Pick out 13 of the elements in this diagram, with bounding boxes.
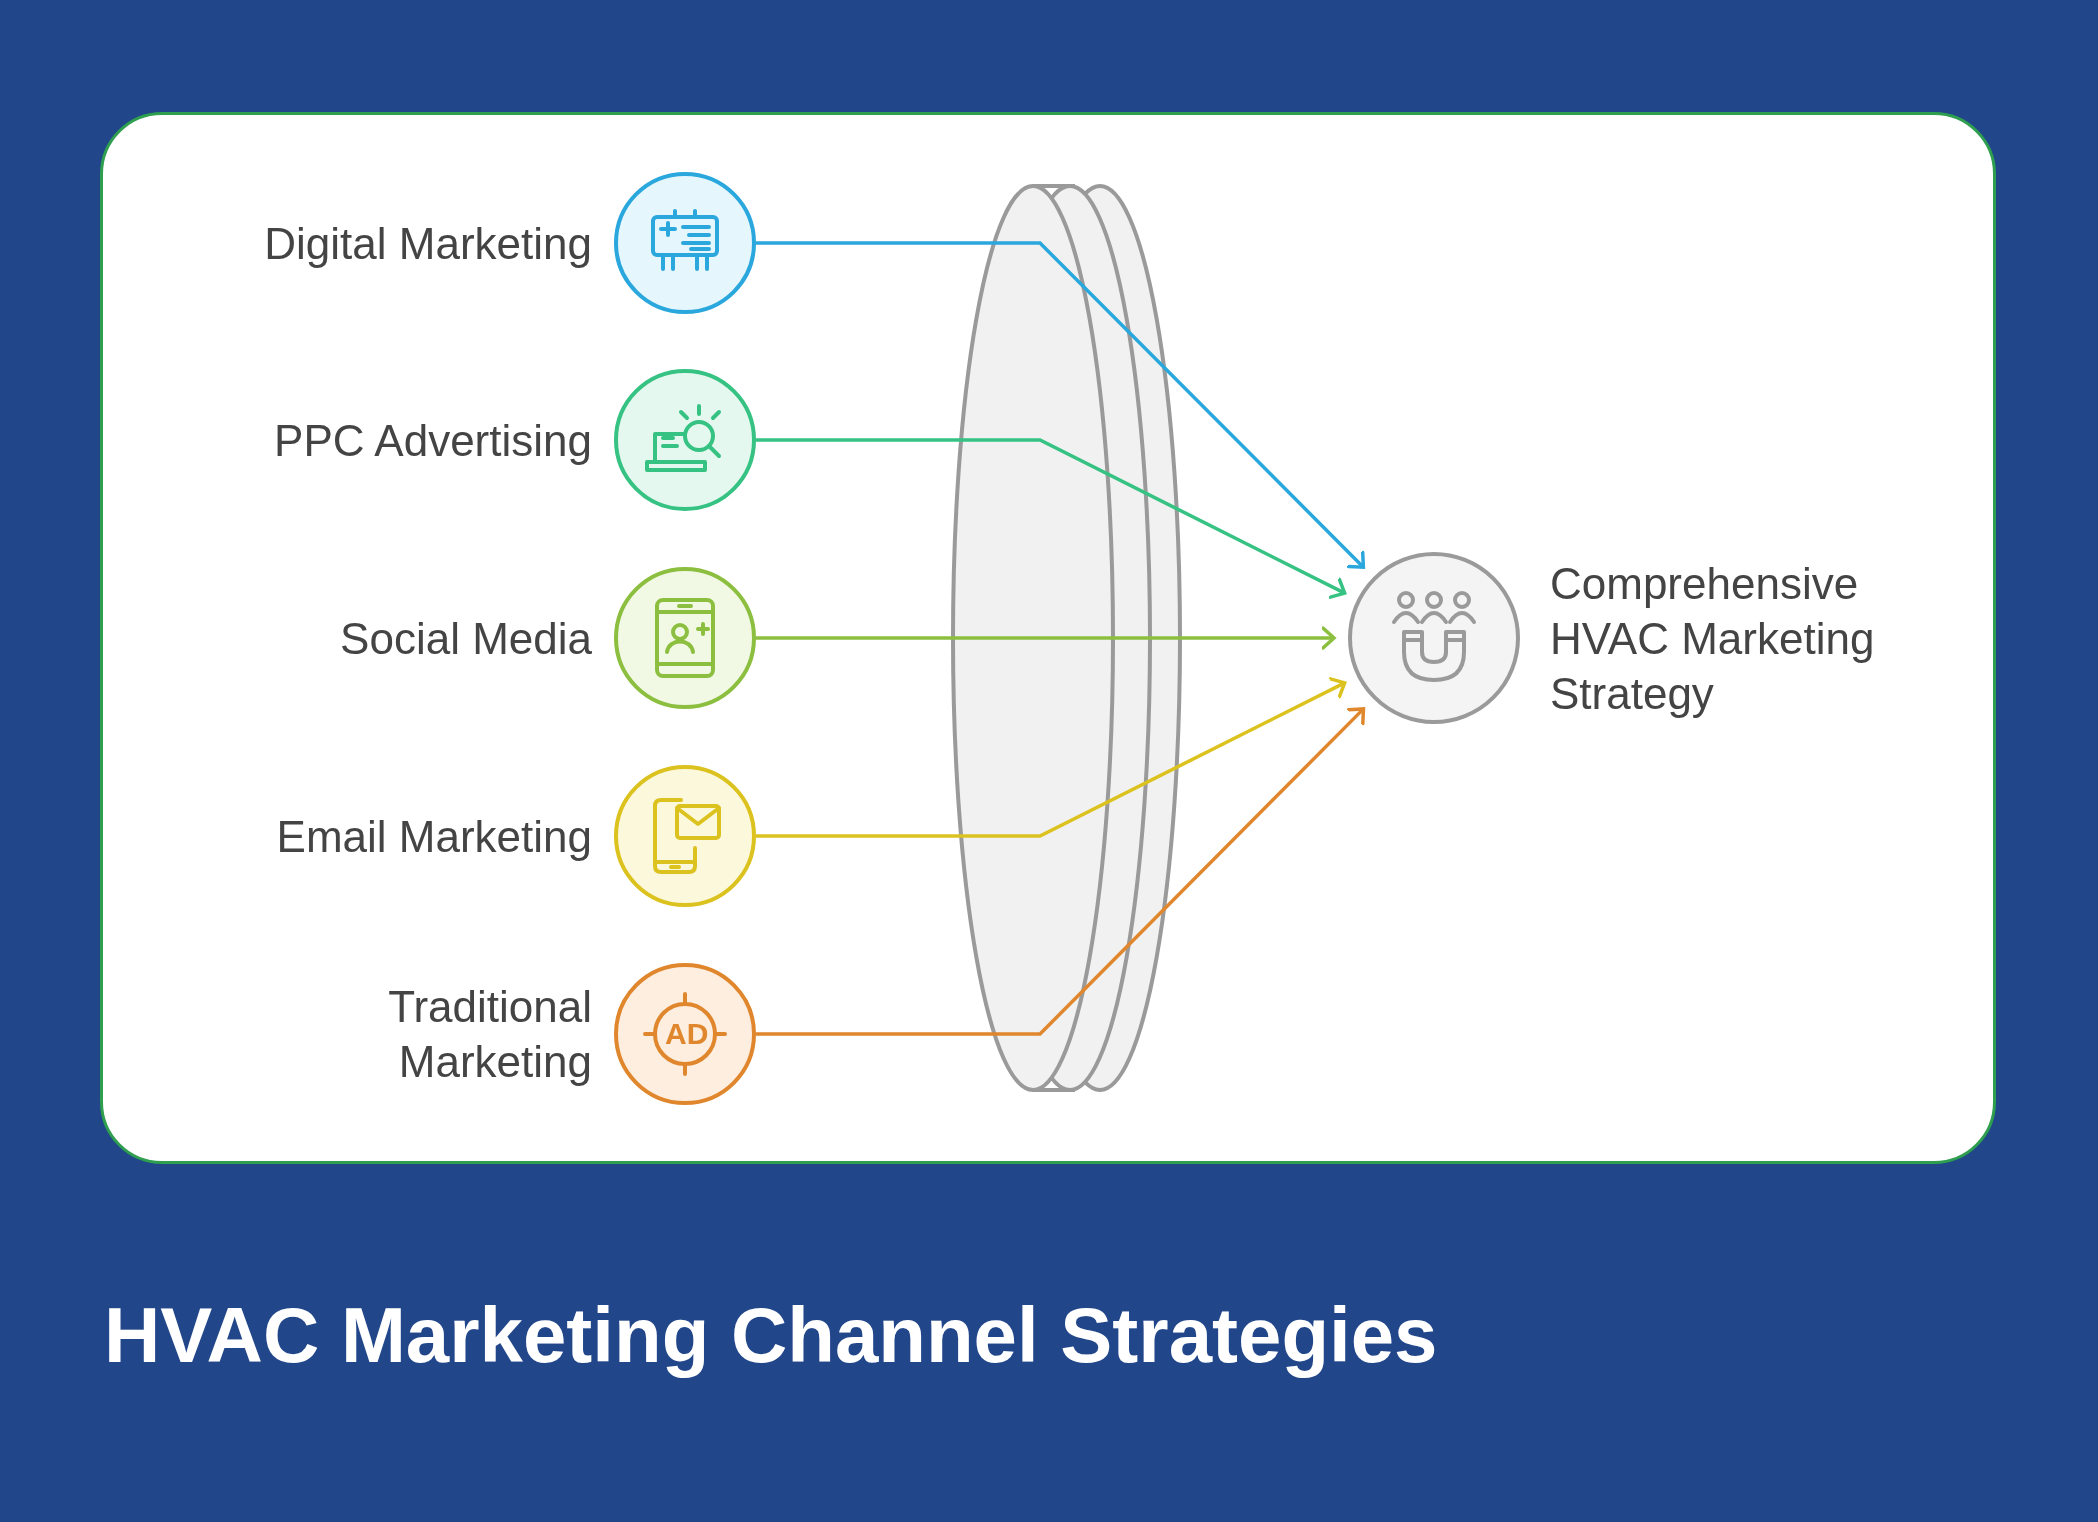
channel-label: PPC Advertising xyxy=(273,414,592,467)
arrow xyxy=(756,438,1347,599)
channel-label: Email Marketing xyxy=(275,810,592,863)
outcome-label: Comprehensive HVAC Marketing Strategy xyxy=(1550,557,1876,720)
diagram-title: HVAC Marketing Channel Strategies xyxy=(104,1290,1438,1381)
arrow xyxy=(756,241,1366,569)
arrow xyxy=(756,707,1366,1036)
channel-label: Digital Marketing xyxy=(263,217,592,270)
arrow xyxy=(756,626,1336,650)
channel-label: Social Media xyxy=(339,612,592,665)
channel-label: Traditional Marketing xyxy=(387,981,592,1088)
arrow xyxy=(756,677,1347,838)
ad-text: AD xyxy=(665,1017,709,1051)
